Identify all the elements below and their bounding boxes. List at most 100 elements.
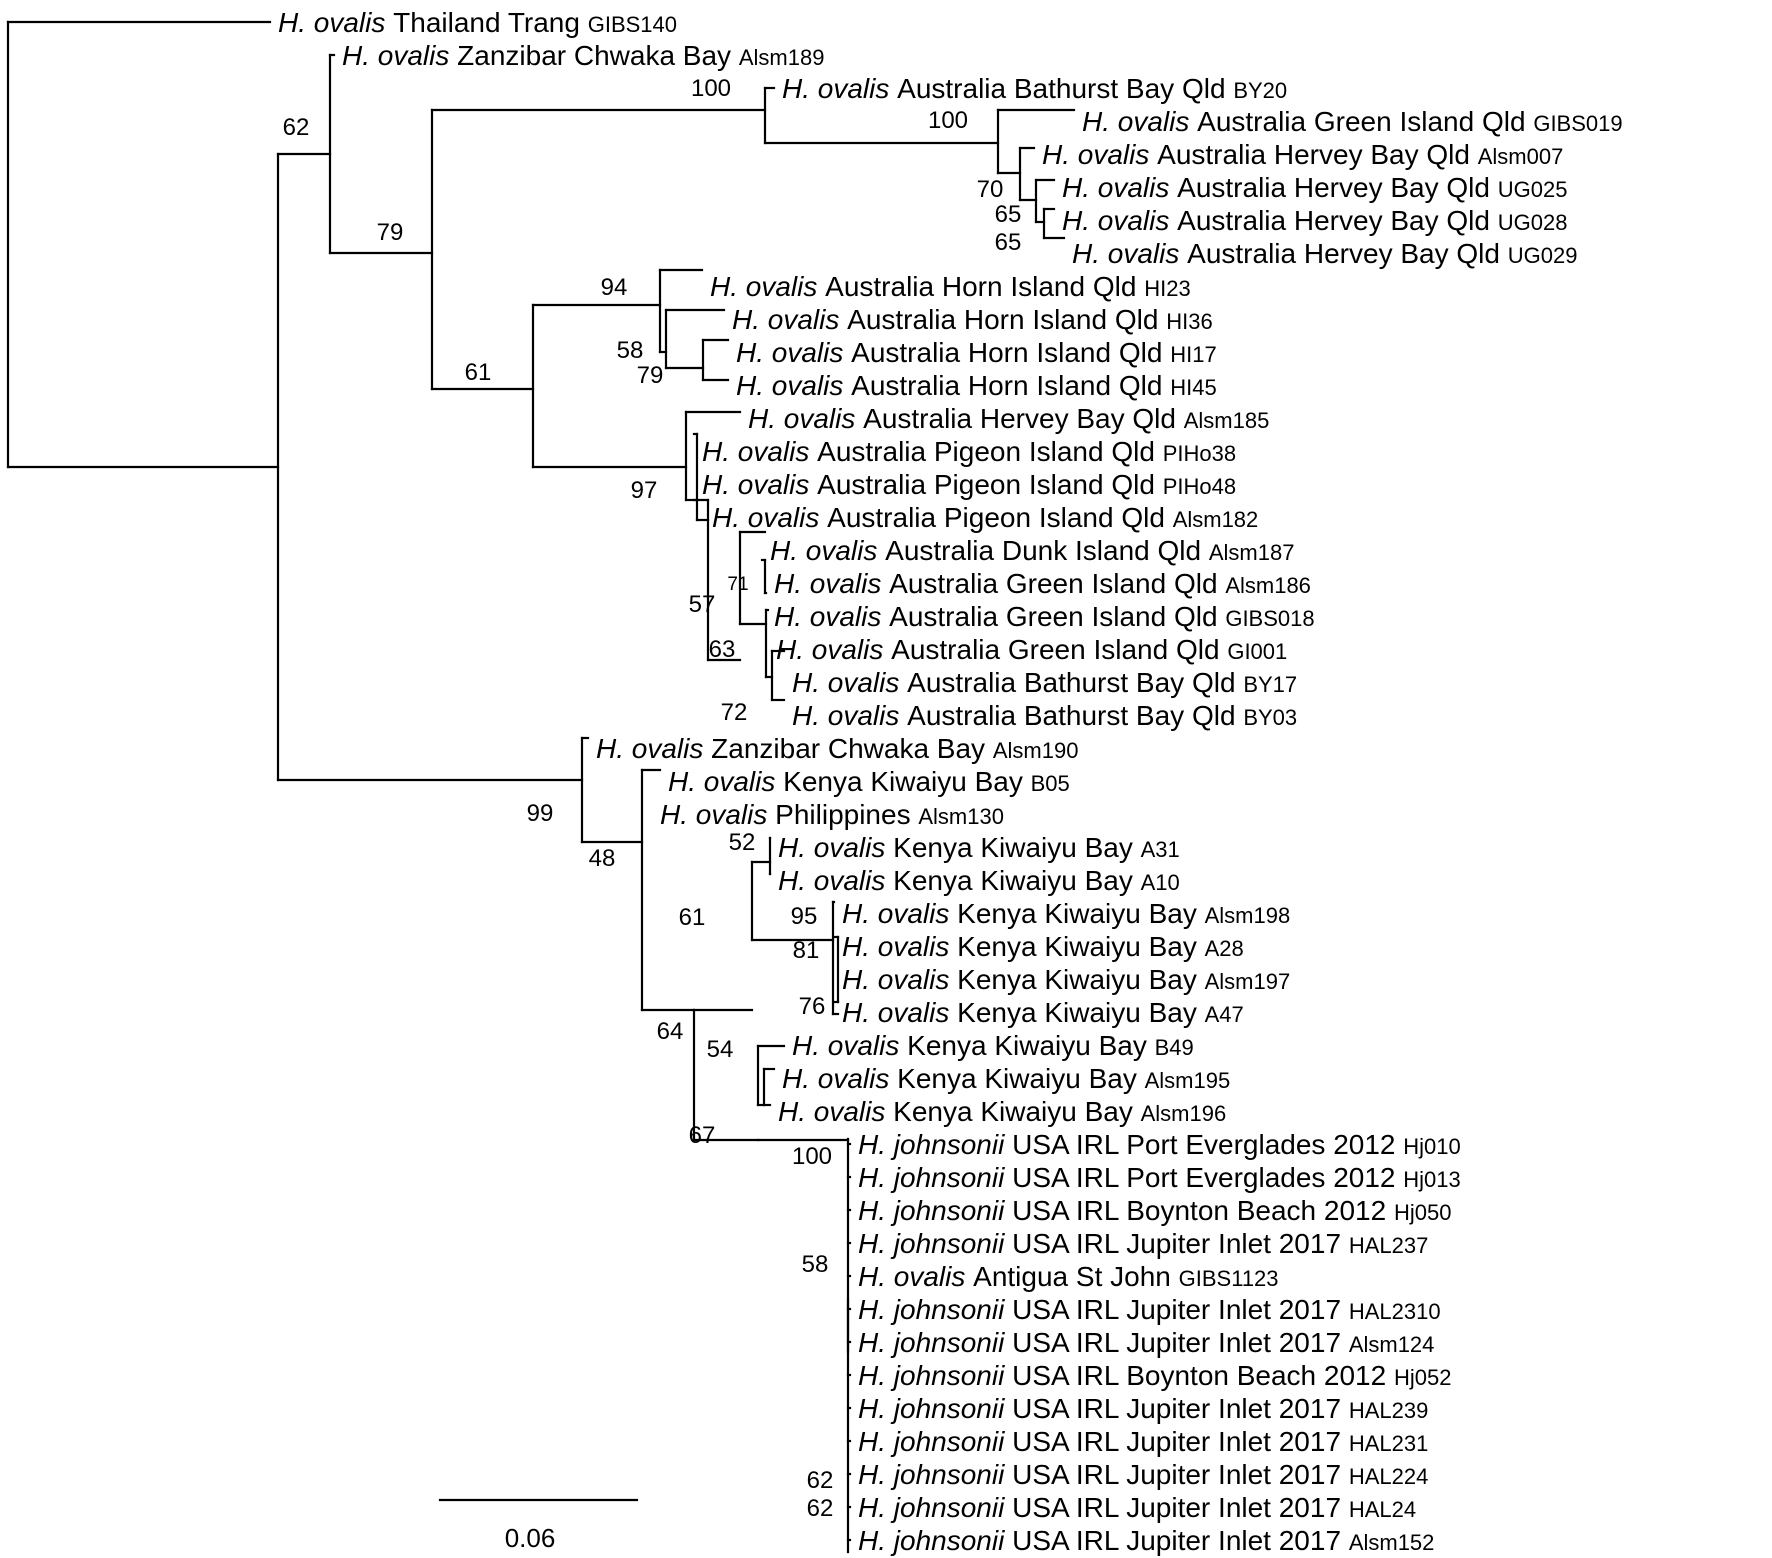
- tip-label: H. ovalis Australia Horn Island Qld HI23: [710, 271, 1191, 302]
- tip-locality: Zanzibar Chwaka Bay: [711, 733, 993, 764]
- tip-species: H. johnsonii: [858, 1525, 1012, 1556]
- tip-code: Alsm187: [1209, 540, 1295, 565]
- tip-code: GIBS140: [588, 12, 677, 37]
- tip-label: H. ovalis Australia Horn Island Qld HI45: [736, 370, 1217, 401]
- tip-code: Alsm198: [1205, 903, 1291, 928]
- tip-species: H. ovalis: [858, 1261, 973, 1292]
- bootstrap-value: 65: [995, 229, 1022, 256]
- tip-code: Alsm190: [993, 738, 1079, 763]
- tip-species: H. ovalis: [774, 568, 889, 599]
- tip-species: H. ovalis: [702, 436, 817, 467]
- tip-locality: Kenya Kiwaiyu Bay: [897, 1063, 1144, 1094]
- tip-species: H. ovalis: [774, 601, 889, 632]
- bootstrap-value: 70: [977, 176, 1004, 203]
- tip-label: H. ovalis Australia Green Island Qld GIB…: [774, 601, 1315, 632]
- tip-label: H. johnsonii USA IRL Port Everglades 201…: [858, 1162, 1461, 1193]
- tip-species: H. ovalis: [710, 271, 825, 302]
- tip-code: HI17: [1170, 342, 1216, 367]
- tip-locality: USA IRL Boynton Beach 2012: [1012, 1195, 1394, 1226]
- scale-bar: 0.06: [438, 1498, 639, 1553]
- tip-code: A10: [1141, 870, 1180, 895]
- tip-species: H. ovalis: [842, 898, 957, 929]
- tip-label: H. ovalis Kenya Kiwaiyu Bay Alsm198: [842, 898, 1290, 929]
- tip-code: HAL239: [1349, 1398, 1429, 1423]
- tip-label: H. johnsonii USA IRL Jupiter Inlet 2017 …: [858, 1426, 1428, 1457]
- bootstrap-value: 52: [729, 829, 756, 856]
- tip-label: H. ovalis Australia Green Island Qld Als…: [774, 568, 1311, 599]
- tip-code: A28: [1205, 936, 1244, 961]
- tip-species: H. johnsonii: [858, 1360, 1012, 1391]
- tip-label: H. johnsonii USA IRL Jupiter Inlet 2017 …: [858, 1294, 1441, 1325]
- tip-code: Alsm007: [1478, 144, 1564, 169]
- bootstrap-value: 63: [709, 636, 736, 663]
- bootstrap-value: 95: [791, 903, 818, 930]
- tip-species: H. ovalis: [842, 931, 957, 962]
- tip-locality: Australia Bathurst Bay Qld: [907, 667, 1243, 698]
- tip-label: H. ovalis Australia Green Island Qld GIB…: [1082, 106, 1623, 137]
- tip-species: H. ovalis: [778, 865, 893, 896]
- tip-locality: Australia Hervey Bay Qld: [1187, 238, 1508, 269]
- bootstrap-value: 81: [793, 937, 820, 964]
- tip-locality: USA IRL Jupiter Inlet 2017: [1012, 1426, 1349, 1457]
- tip-code: Alsm197: [1205, 969, 1291, 994]
- tip-species: H. ovalis: [1062, 205, 1177, 236]
- tip-code: GIBS019: [1533, 111, 1622, 136]
- tip-label: H. ovalis Kenya Kiwaiyu Bay B05: [668, 766, 1070, 797]
- bootstrap-value: 99: [527, 800, 554, 827]
- tip-locality: Australia Horn Island Qld: [847, 304, 1166, 335]
- tip-code: PIHo48: [1163, 474, 1236, 499]
- tip-locality: Australia Hervey Bay Qld: [1177, 172, 1498, 203]
- tip-label: H. ovalis Kenya Kiwaiyu Bay A47: [842, 997, 1244, 1028]
- tip-code: Hj052: [1394, 1365, 1451, 1390]
- tip-locality: Thailand Trang: [393, 7, 588, 38]
- tip-label: H. ovalis Australia Hervey Bay Qld UG025: [1062, 172, 1567, 203]
- tip-code: HAL224: [1349, 1464, 1429, 1489]
- tip-label: H. johnsonii USA IRL Boynton Beach 2012 …: [858, 1360, 1451, 1391]
- tip-code: Alsm182: [1173, 507, 1259, 532]
- tip-species: H. ovalis: [596, 733, 711, 764]
- tip-labels: H. ovalis Thailand Trang GIBS140 H. ovali…: [278, 7, 1623, 1556]
- tip-locality: Kenya Kiwaiyu Bay: [783, 766, 1030, 797]
- tip-code: HI23: [1144, 276, 1190, 301]
- tip-label: H. ovalis Australia Green Island Qld GI0…: [776, 634, 1287, 665]
- tip-species: H. ovalis: [842, 997, 957, 1028]
- tip-label: H. ovalis Australia Pigeon Island Qld PI…: [702, 436, 1236, 467]
- bootstrap-value: 71: [727, 574, 748, 595]
- tip-species: H. ovalis: [792, 1030, 907, 1061]
- tip-locality: Australia Hervey Bay Qld: [1157, 139, 1478, 170]
- tip-label: H. ovalis Australia Hervey Bay Qld Alsm0…: [1042, 139, 1563, 170]
- tip-label: H. ovalis Kenya Kiwaiyu Bay A10: [778, 865, 1180, 896]
- bootstrap-value: 58: [617, 337, 644, 364]
- tip-locality: USA IRL Boynton Beach 2012: [1012, 1360, 1394, 1391]
- tip-label: H. ovalis Australia Dunk Island Qld Alsm…: [770, 535, 1294, 566]
- tip-locality: Australia Pigeon Island Qld: [817, 469, 1163, 500]
- tip-code: HAL24: [1349, 1497, 1416, 1522]
- tip-locality: USA IRL Port Everglades 2012: [1012, 1129, 1403, 1160]
- tip-code: Alsm152: [1349, 1530, 1435, 1555]
- bootstrap-value: 100: [928, 107, 968, 134]
- tip-locality: Australia Bathurst Bay Qld: [897, 73, 1233, 104]
- tip-locality: Australia Horn Island Qld: [825, 271, 1144, 302]
- tip-code: Hj010: [1403, 1134, 1460, 1159]
- tip-species: H. ovalis: [792, 667, 907, 698]
- tip-code: Alsm186: [1225, 573, 1311, 598]
- tip-locality: Australia Hervey Bay Qld: [863, 403, 1184, 434]
- bootstrap-value: 76: [799, 993, 826, 1020]
- tip-species: H. ovalis: [342, 40, 457, 71]
- tip-code: UG028: [1498, 210, 1568, 235]
- bootstrap-value: 100: [691, 75, 731, 102]
- tip-species: H. ovalis: [748, 403, 863, 434]
- tip-locality: Kenya Kiwaiyu Bay: [893, 1096, 1140, 1127]
- tip-locality: Australia Green Island Qld: [891, 634, 1227, 665]
- tip-label: H. ovalis Kenya Kiwaiyu Bay Alsm196: [778, 1096, 1226, 1127]
- tip-species: H. johnsonii: [858, 1129, 1012, 1160]
- tip-code: BY03: [1243, 705, 1297, 730]
- tip-code: Alsm195: [1145, 1068, 1231, 1093]
- tip-species: H. ovalis: [778, 832, 893, 863]
- tip-label: H. johnsonii USA IRL Jupiter Inlet 2017 …: [858, 1327, 1434, 1358]
- tip-species: H. ovalis: [770, 535, 885, 566]
- tip-code: Alsm189: [739, 45, 825, 70]
- tip-locality: Australia Dunk Island Qld: [885, 535, 1209, 566]
- tip-locality: Kenya Kiwaiyu Bay: [893, 865, 1140, 896]
